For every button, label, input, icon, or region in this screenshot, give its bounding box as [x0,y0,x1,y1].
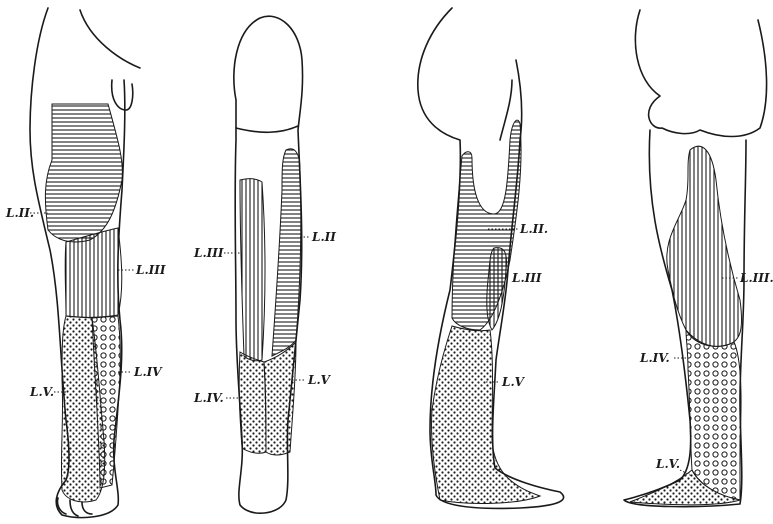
leg-medial-view: L.III. L.IV. L.V. [624,10,773,507]
leg-lateral-view: L.II. L.III L.V [418,8,564,508]
back-label-l5: L.V [307,373,332,387]
lateral-label-l3: L.III [511,271,542,285]
front-label-l4: L.IV [133,365,163,379]
back-l4-zone [239,352,266,453]
leg-front-view: L.II. L.III L.IV L.V. [5,8,166,518]
front-l3-zone [65,228,122,317]
front-label-l2: L.II. [5,206,34,220]
front-label-l3: L.III [135,263,166,277]
back-l2-zone [272,149,301,356]
lateral-label-l2: L.II. [519,222,548,236]
lateral-l5-zone [431,326,540,503]
lateral-l3-zone [487,248,507,330]
back-label-l3: L.III [193,246,224,260]
front-l2-zone [45,104,122,242]
back-l3-zone [240,179,265,361]
leg-medial-outline [635,10,766,137]
lateral-label-l5: L.V [501,375,526,389]
front-label-l5: L.V. [29,385,54,399]
medial-label-l5: L.V. [655,457,680,471]
medial-l3-zone [667,146,742,346]
back-label-l2: L.II [311,230,336,244]
medial-label-l3: L.III. [739,271,773,285]
medial-label-l4: L.IV. [639,351,670,365]
back-l5-zone [264,342,296,455]
back-label-l4: L.IV. [193,391,224,405]
leg-back-view: L.II L.III L.IV. L.V [193,16,336,513]
